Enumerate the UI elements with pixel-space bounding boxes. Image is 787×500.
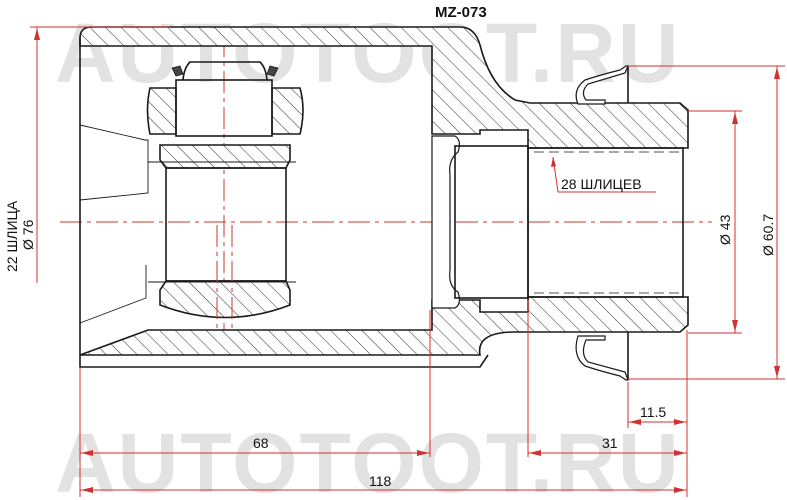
roller-clip <box>171 65 279 77</box>
roller-top <box>146 87 177 135</box>
watermark-bottom: AUTOTOOT.RU <box>55 416 681 500</box>
dim-68-arrow-l <box>81 450 93 456</box>
housing-inner-taper-top <box>79 124 149 201</box>
roller-cap <box>182 61 268 81</box>
dim-118-arrow-r <box>674 487 686 493</box>
spider-top <box>159 144 291 169</box>
label-inner-splines: 28 ШЛИЦЕВ <box>561 176 642 192</box>
spider-bottom <box>159 280 291 319</box>
spider-bore <box>165 167 287 282</box>
label-diam-607: Ø 60.7 <box>760 214 776 256</box>
roller-body <box>175 79 273 137</box>
roller-top-right <box>271 87 304 135</box>
label-dim-31: 31 <box>602 435 618 451</box>
label-diam-43: Ø 43 <box>717 214 733 245</box>
watermark-top: AUTOTOOT.RU <box>55 6 681 100</box>
dim-68-arrow-r <box>417 450 429 456</box>
stem-bore <box>527 147 684 298</box>
label-dim-118: 118 <box>369 473 392 489</box>
dim-43-arrow-bottom <box>732 320 738 332</box>
housing-lower-wall <box>79 296 689 356</box>
dim-76-arrow <box>34 28 40 40</box>
part-number-title: MZ-073 <box>435 4 487 21</box>
label-left-splines: 22 ШЛИЦА <box>4 200 20 272</box>
dim-118-arrow-l <box>81 487 93 493</box>
label-left-diameter: Ø 76 <box>20 219 36 250</box>
outer-boot-top <box>575 65 629 105</box>
housing-outline <box>79 38 489 368</box>
dim-607-arrow-top <box>774 67 780 79</box>
dim-115-arrow-r <box>674 419 686 425</box>
dim-115-arrow-l <box>629 419 641 425</box>
dim-31-arrow-r <box>674 450 686 456</box>
inner-boot-seal <box>431 135 461 309</box>
dim-607-arrow-bottom <box>774 366 780 378</box>
dim-31-arrow-l <box>529 450 541 456</box>
housing-inner-taper-bottom <box>79 265 147 324</box>
outer-boot-bottom <box>575 335 629 381</box>
dim-43-arrow-top <box>732 112 738 124</box>
splines-leader-arrow <box>551 157 556 167</box>
label-dim-68: 68 <box>253 435 269 451</box>
label-dim-115: 11.5 <box>640 404 666 420</box>
